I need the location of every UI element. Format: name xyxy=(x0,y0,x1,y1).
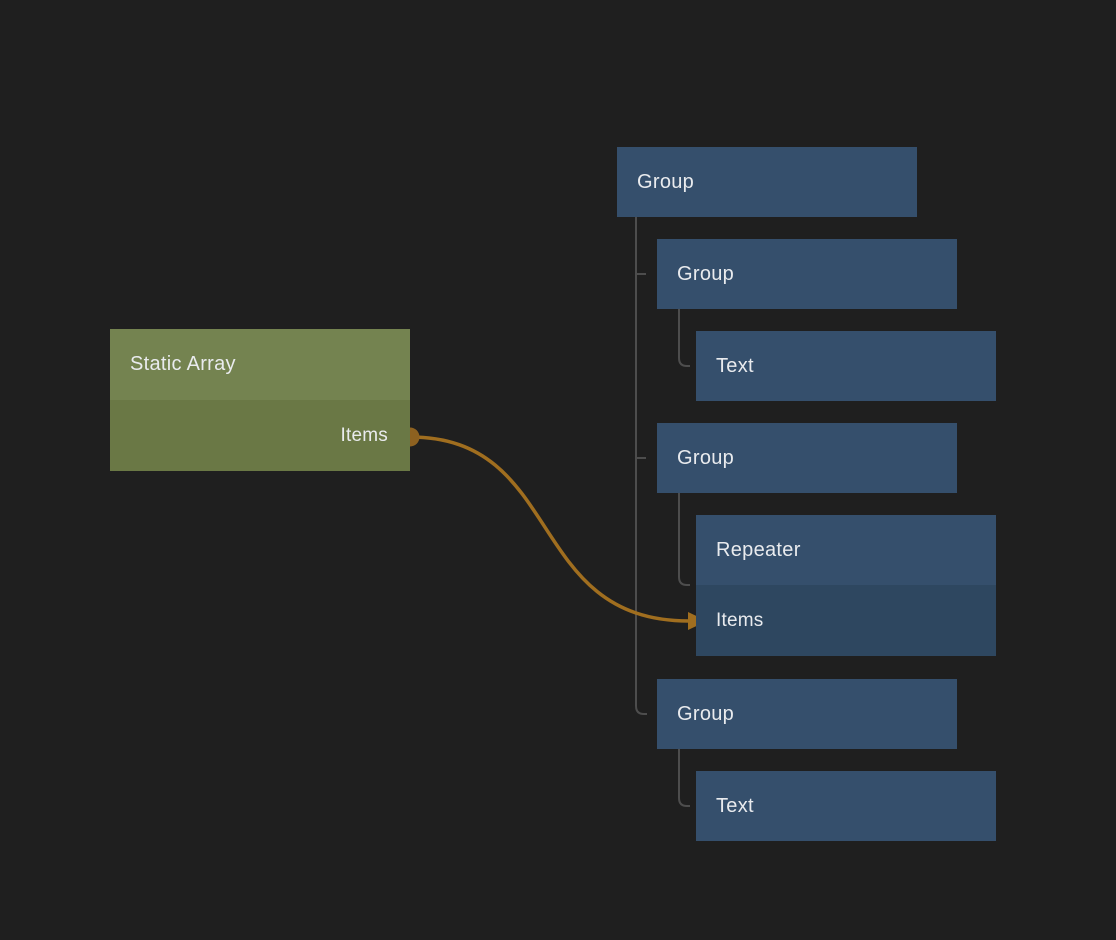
node-text-1[interactable]: Text xyxy=(696,331,996,401)
node-title: Group xyxy=(657,239,957,309)
node-group-child-2[interactable]: Group xyxy=(657,423,957,493)
node-group-child-1[interactable]: Group xyxy=(657,239,957,309)
node-title: Group xyxy=(617,147,917,217)
node-title: Group xyxy=(657,423,957,493)
node-title-label: Group xyxy=(637,170,695,193)
tree-line-root xyxy=(635,217,647,715)
input-port-row[interactable]: Items xyxy=(696,585,996,656)
node-title: Group xyxy=(657,679,957,749)
input-port-label: Items xyxy=(716,609,764,631)
tree-line-repeater xyxy=(678,493,690,586)
node-title: Static Array xyxy=(110,329,410,400)
output-port-row[interactable]: Items xyxy=(110,400,410,471)
node-repeater[interactable]: Repeater Items xyxy=(696,515,996,656)
node-title: Text xyxy=(696,771,996,841)
node-title-label: Group xyxy=(677,702,735,725)
node-title-label: Repeater xyxy=(716,538,801,561)
node-static-array[interactable]: Static Array Items xyxy=(110,329,410,471)
node-title: Repeater xyxy=(696,515,996,585)
node-title: Text xyxy=(696,331,996,401)
output-port-label: Items xyxy=(340,424,388,446)
node-text-2[interactable]: Text xyxy=(696,771,996,841)
node-group-root[interactable]: Group xyxy=(617,147,917,217)
node-title-label: Group xyxy=(677,262,735,285)
node-title-label: Static Array xyxy=(130,353,236,375)
node-title-label: Text xyxy=(716,794,754,817)
tree-line-text-1 xyxy=(678,309,690,367)
node-title-label: Group xyxy=(677,446,735,469)
tree-line-text-2 xyxy=(678,749,690,807)
node-group-child-3[interactable]: Group xyxy=(657,679,957,749)
node-title-label: Text xyxy=(716,354,754,377)
connection-wire[interactable] xyxy=(409,435,690,623)
